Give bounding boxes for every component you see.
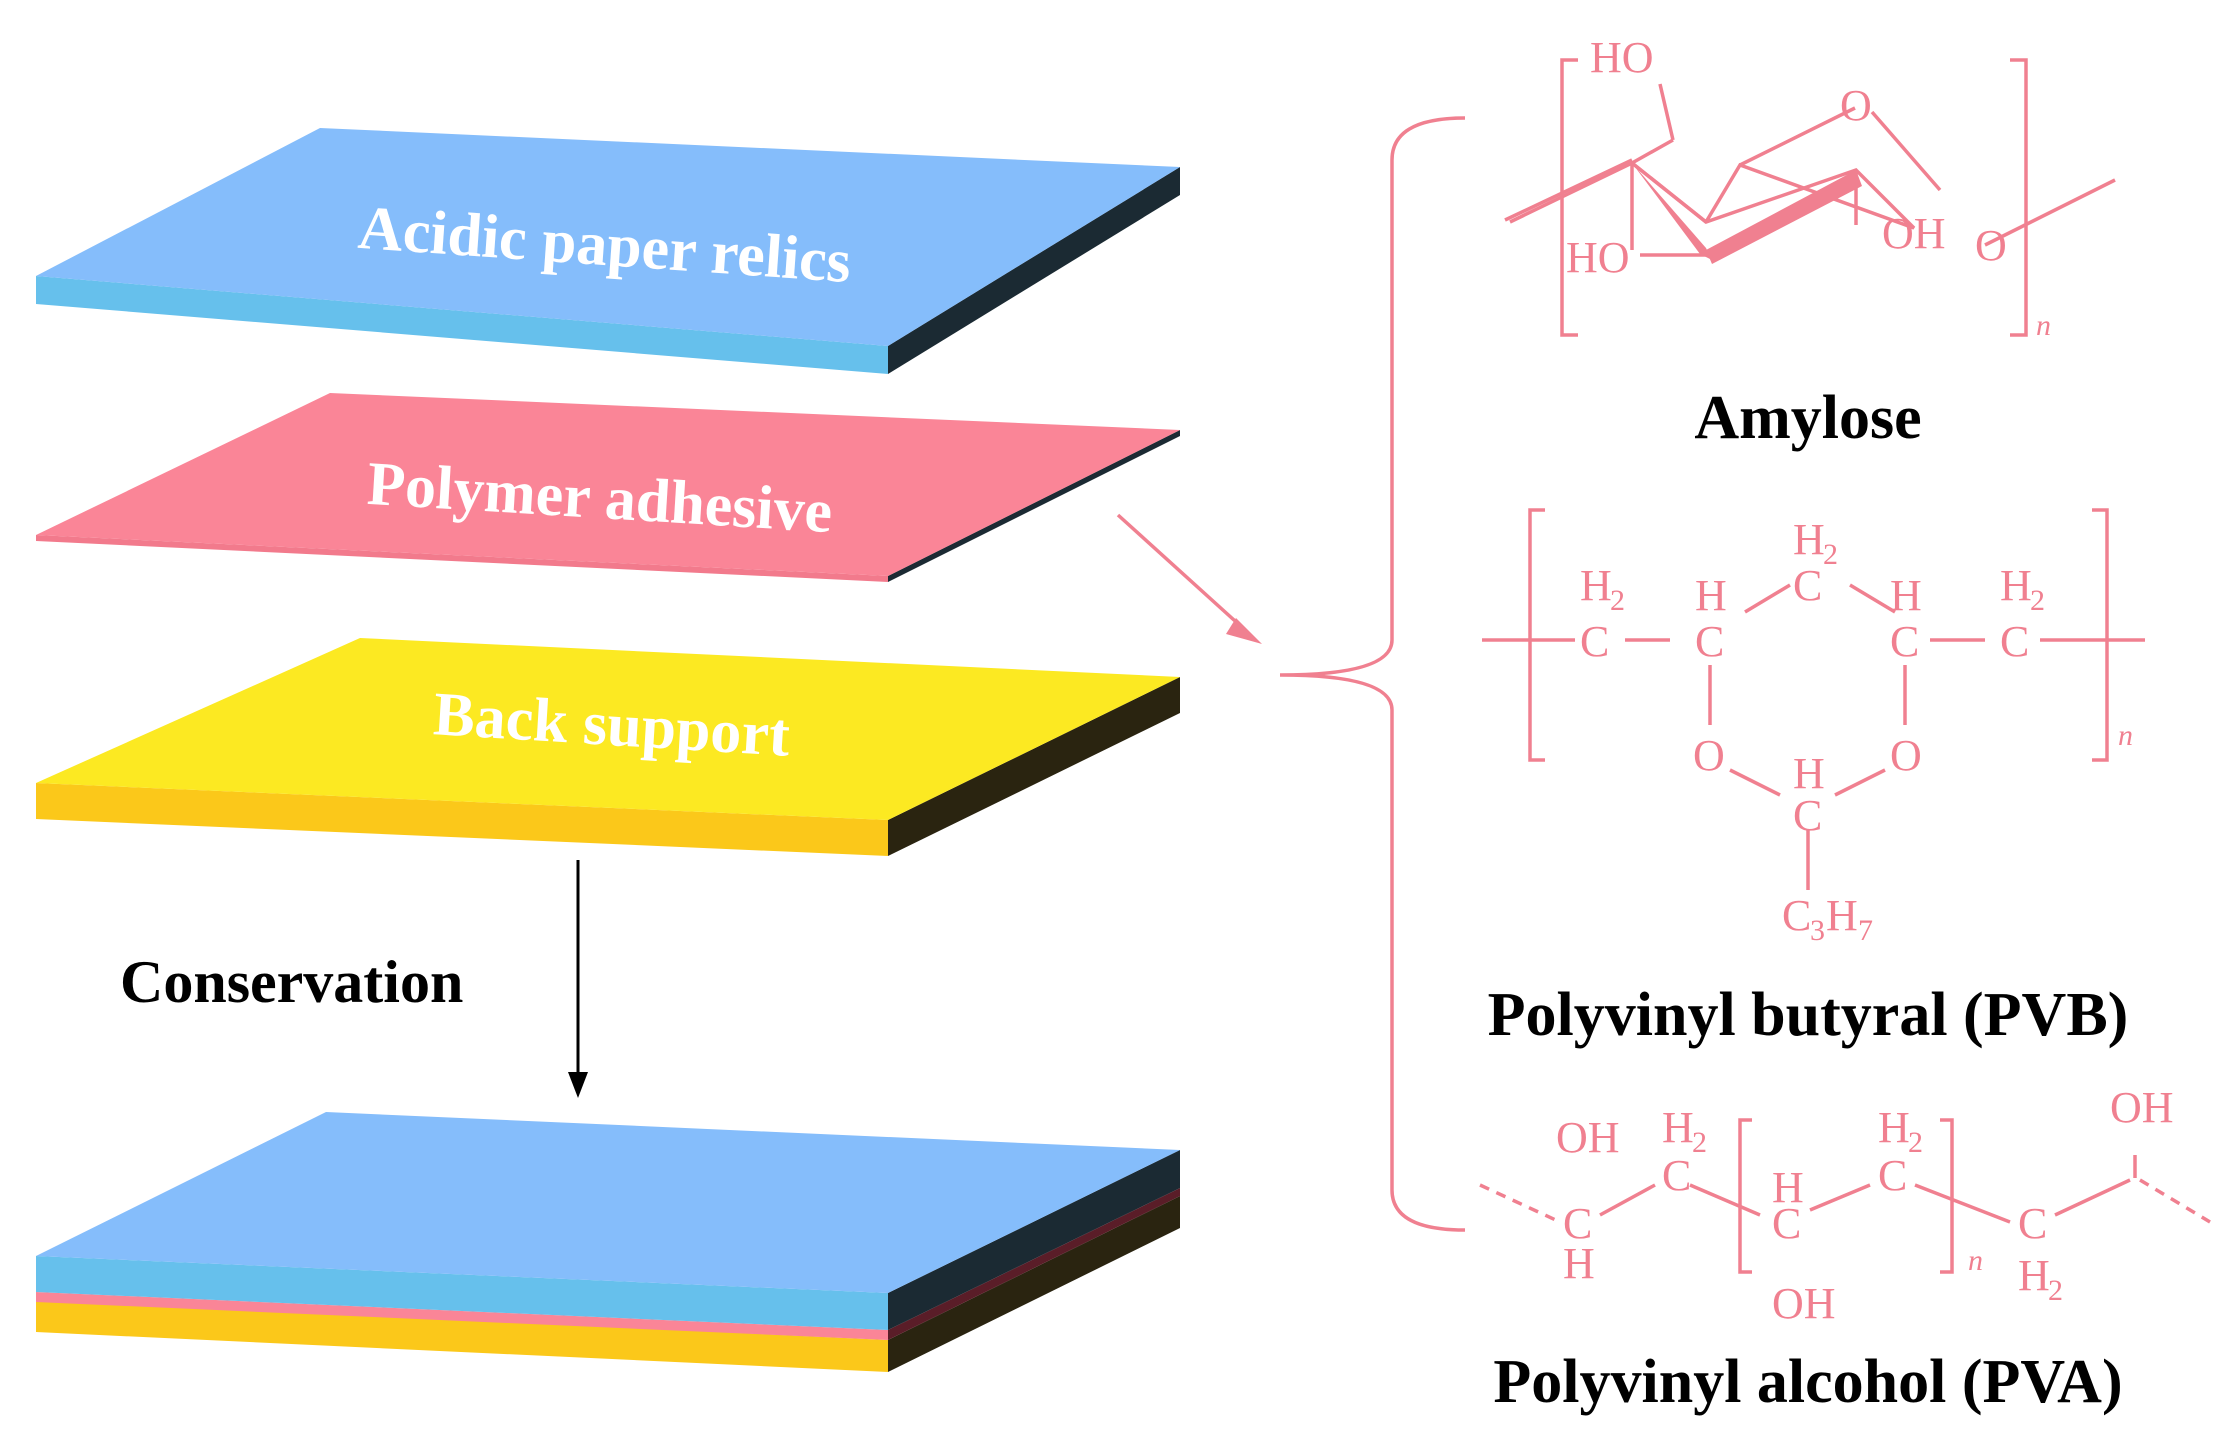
amylose-ring-o: O: [1840, 81, 1872, 130]
pvb-h-4: H: [1890, 571, 1922, 620]
pva-oh-3: OH: [1772, 1279, 1836, 1328]
pva-h-3: H: [1772, 1163, 1804, 1212]
amylose-name: Amylose: [1694, 384, 1921, 452]
pva-h2-2-sub: 2: [1692, 1126, 1707, 1159]
pvb-c5: C: [2000, 617, 2029, 666]
pva-h2-5-sub: 2: [2048, 1274, 2063, 1307]
curly-brace: [1279, 116, 1466, 1232]
pva-c-5: C: [2018, 1199, 2047, 1248]
pvb-o-right: O: [1890, 731, 1922, 780]
pva-c-2: C: [1662, 1151, 1691, 1200]
pvb-n: n: [2118, 719, 2133, 752]
pvb-c3h7-h: H: [1826, 891, 1858, 940]
conservation-label: Conservation: [120, 949, 463, 1015]
conservation-arrow: [568, 860, 588, 1098]
pva-name: Polyvinyl alcohol (PVA): [1493, 1348, 2122, 1416]
pvb-c3h7-c: C: [1782, 891, 1811, 940]
pvb-c2: C: [1695, 617, 1724, 666]
pvb-c6: C: [1793, 791, 1822, 840]
amylose-oh-right: OH: [1882, 209, 1946, 258]
polymer-adhesive-layer: Polymer adhesive: [36, 393, 1180, 582]
pvb-h2-5-sub: 2: [2030, 584, 2045, 617]
pvb-c3h7-7: 7: [1858, 914, 1873, 947]
pvb-h-6: H: [1793, 749, 1825, 798]
pvb-c4: C: [1890, 617, 1919, 666]
pva-n: n: [1968, 1244, 1983, 1277]
pva-structure: OH C H H 2 C H C OH H 2 C n C H 2 OH: [1479, 1083, 2211, 1328]
pva-oh-6: OH: [2110, 1083, 2174, 1132]
conserved-stack: [36, 1112, 1180, 1372]
pvb-o-left: O: [1693, 731, 1725, 780]
pvb-h-2: H: [1695, 571, 1727, 620]
pvb-h2-5-h: H: [2000, 561, 2032, 610]
amylose-n: n: [2036, 309, 2051, 342]
pva-h2-4-sub: 2: [1908, 1126, 1923, 1159]
amylose-ho-top: HO: [1590, 33, 1654, 82]
amylose-ho-left: HO: [1566, 233, 1630, 282]
pva-c-1: C: [1563, 1199, 1592, 1248]
pva-c-3: C: [1772, 1199, 1801, 1248]
pva-h2-4-h: H: [1878, 1103, 1910, 1152]
adhesive-pointer-arrow: [1116, 513, 1262, 644]
amylose-structure: HO O HO OH O n: [1504, 33, 2116, 342]
pva-oh-1: OH: [1556, 1113, 1620, 1162]
amylose-bridge-o: O: [1975, 221, 2007, 270]
back-support-layer: Back support: [36, 638, 1180, 856]
pvb-h2-1-sub: 2: [1610, 584, 1625, 617]
pva-h-1: H: [1563, 1239, 1595, 1288]
pvb-h2-3-sub: 2: [1823, 538, 1838, 571]
pvb-h2-1-h: H: [1580, 561, 1612, 610]
pvb-c1: C: [1580, 617, 1609, 666]
pvb-h2-3-h: H: [1793, 515, 1825, 564]
pva-c-4: C: [1878, 1151, 1907, 1200]
pva-h2-2-h: H: [1662, 1103, 1694, 1152]
pvb-c3h7-3: 3: [1810, 914, 1825, 947]
pvb-name: Polyvinyl butyral (PVB): [1488, 981, 2129, 1049]
pvb-structure: H 2 C H C H 2 C H C H 2 C O O H C C 3 H …: [1482, 508, 2145, 947]
pvb-c3: C: [1793, 561, 1822, 610]
pva-h2-5-h: H: [2018, 1251, 2050, 1300]
paper-relics-layer: Acidic paper relics: [36, 128, 1180, 374]
